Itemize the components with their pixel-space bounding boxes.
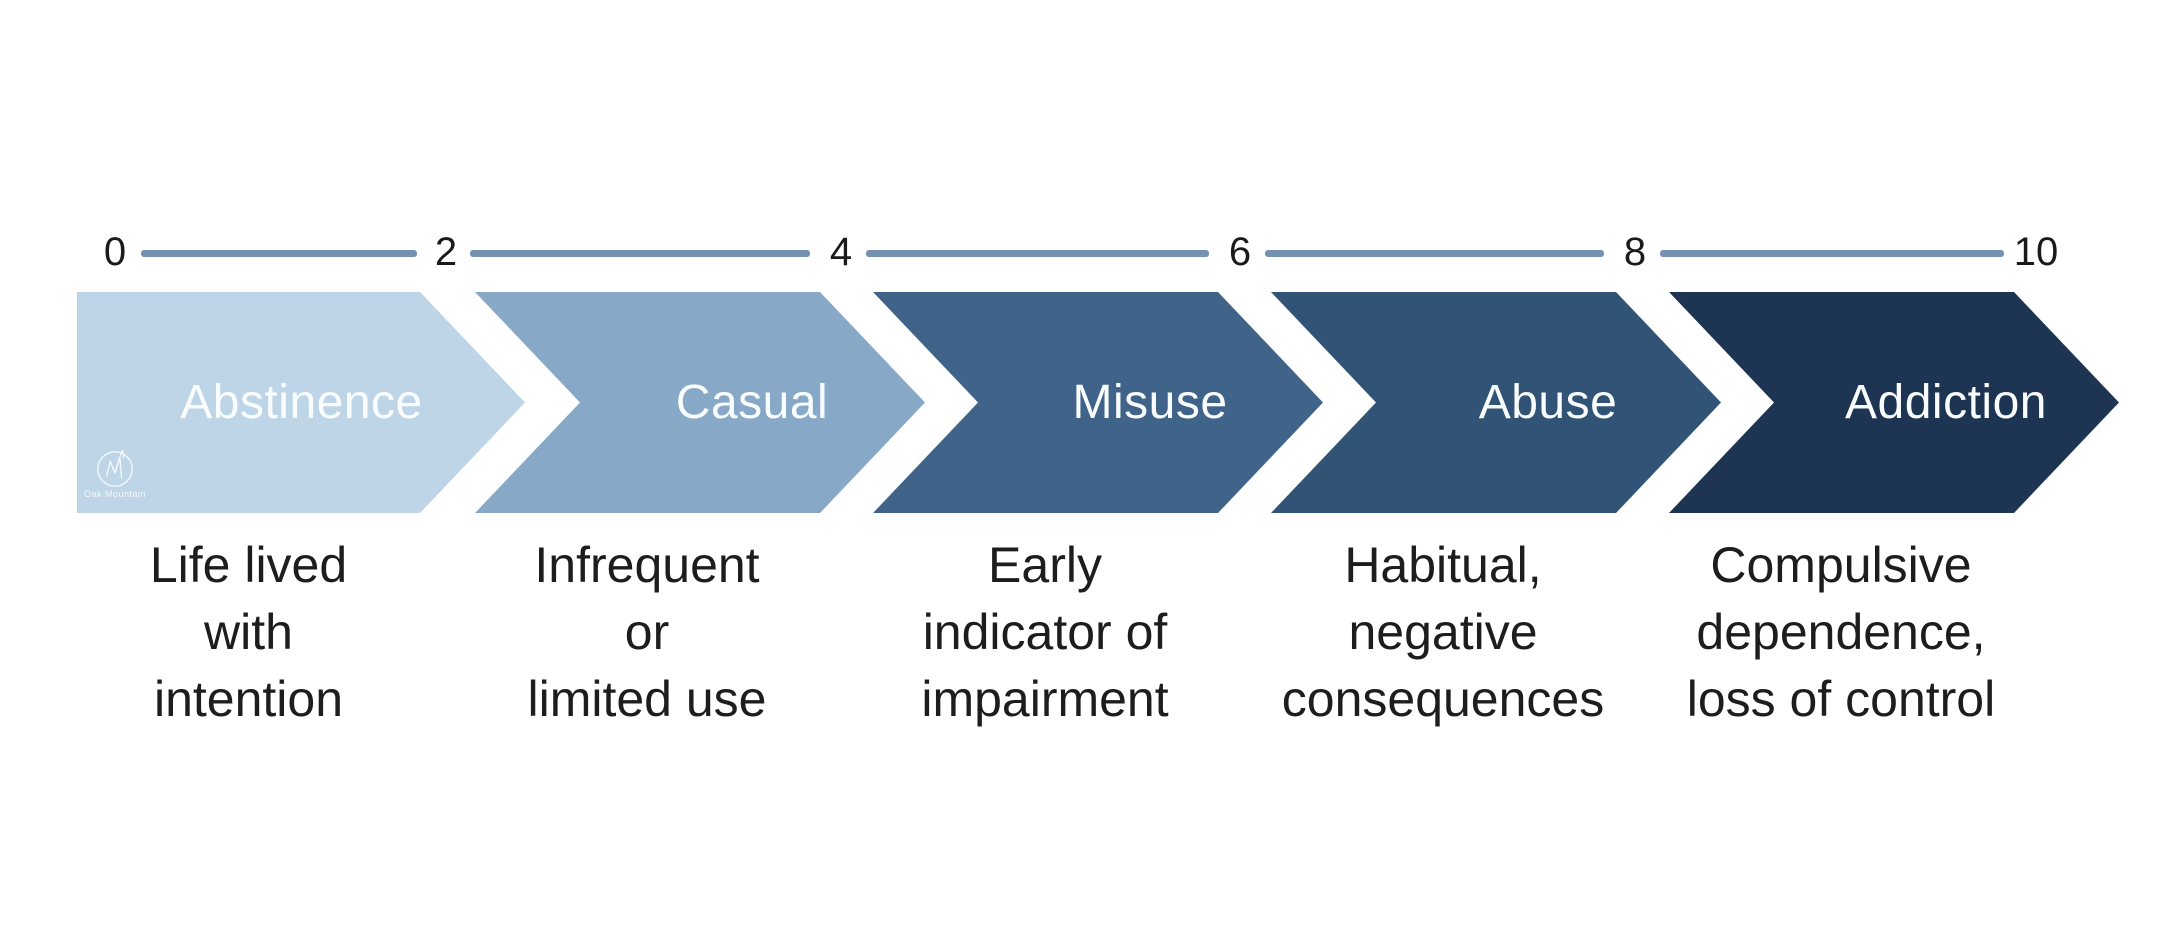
description-line: impairment (921, 671, 1169, 727)
scale-line-segment (1660, 250, 2004, 257)
brand-logo: Oak Mountain (79, 447, 151, 500)
stage-label: Abstinence (180, 376, 423, 429)
stage-arrow-misuse: Misuse (873, 292, 1323, 513)
stage-description-casual: Infrequent or limited use (475, 532, 819, 733)
stage-label: Abuse (1478, 376, 1618, 429)
description-line: negative (1348, 604, 1538, 660)
scale-tick-4: 4 (829, 230, 853, 274)
description-line: Early (988, 537, 1102, 593)
stage-description-addiction: Compulsive dependence, loss of control (1669, 532, 2013, 733)
description-line: consequences (1281, 671, 1605, 727)
stage-label: Misuse (1072, 376, 1228, 429)
scale-tick-0: 0 (103, 230, 127, 274)
scale-tick-2: 2 (434, 230, 458, 274)
description-line: intention (153, 671, 344, 727)
stage-description-misuse: Early indicator of impairment (873, 532, 1217, 733)
stage-arrow-casual: Casual (475, 292, 925, 513)
description-line: Infrequent (534, 537, 760, 593)
stage-label: Addiction (1845, 376, 2047, 429)
scale-line-segment (1265, 250, 1604, 257)
stage-arrow-addiction: Addiction (1669, 292, 2119, 513)
logo-text: Oak Mountain (83, 489, 147, 499)
scale-line-segment (866, 250, 1209, 257)
description-line: Life lived (149, 537, 348, 593)
stage-description-abstinence: Life lived with intention (77, 532, 420, 733)
description-line: limited use (527, 671, 767, 727)
scale-line-segment (141, 250, 417, 257)
description-line: with (204, 604, 293, 660)
scale-line-segment (470, 250, 810, 257)
description-line: indicator of (922, 604, 1168, 660)
description-line: Compulsive (1710, 537, 1972, 593)
scale-tick-6: 6 (1228, 230, 1252, 274)
description-line: dependence, (1696, 604, 1986, 660)
scale-tick-10: 10 (2013, 230, 2059, 274)
logo-monogram-icon (97, 449, 133, 487)
stage-arrow-abstinence: Abstinence Oak Mountain (77, 292, 525, 513)
description-line: or (624, 604, 670, 660)
stage-label: Casual (675, 376, 829, 429)
description-line: Habitual, (1344, 537, 1542, 593)
description-line: loss of control (1686, 671, 1996, 727)
stage-description-abuse: Habitual, negative consequences (1271, 532, 1615, 733)
scale-tick-8: 8 (1623, 230, 1647, 274)
stage-arrow-abuse: Abuse (1271, 292, 1721, 513)
